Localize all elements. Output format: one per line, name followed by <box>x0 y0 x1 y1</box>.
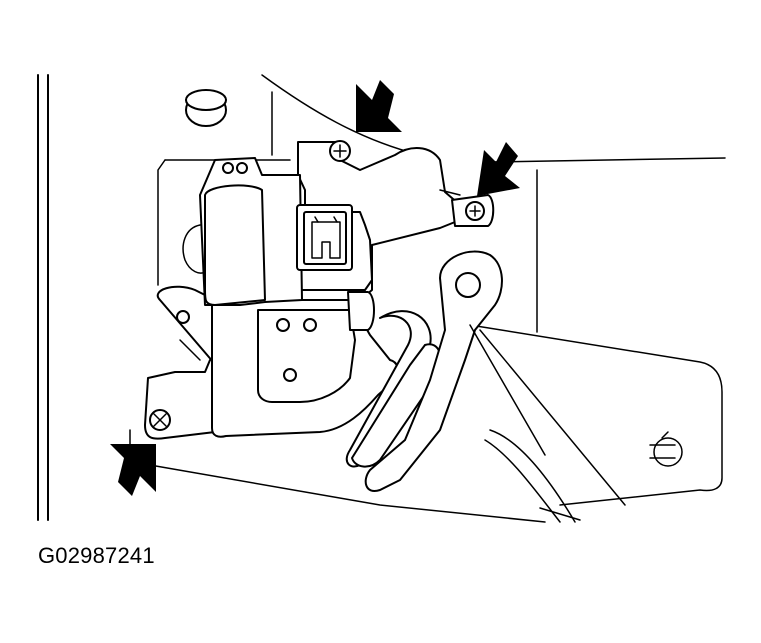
pivot-lever-arm <box>364 250 626 523</box>
rubber-plug-icon <box>185 89 227 127</box>
mount-edge-curve <box>182 224 206 274</box>
bottom-screw-icon <box>149 409 171 431</box>
arrow-top-screw <box>356 80 402 132</box>
actuator-motor-body <box>199 157 303 306</box>
connector-tab <box>347 291 375 331</box>
lock-body-housing <box>211 299 399 438</box>
top-screw-icon <box>329 140 351 162</box>
door-edge-lines <box>37 74 49 521</box>
door-clip-icon <box>649 431 683 467</box>
arrow-right-screw <box>477 142 520 196</box>
latch-lever <box>345 310 443 468</box>
figure-id-label: G02987241 <box>38 543 155 568</box>
right-screw-tab <box>451 194 495 227</box>
electrical-connector <box>296 204 353 271</box>
arrow-bottom-screw <box>110 444 156 496</box>
